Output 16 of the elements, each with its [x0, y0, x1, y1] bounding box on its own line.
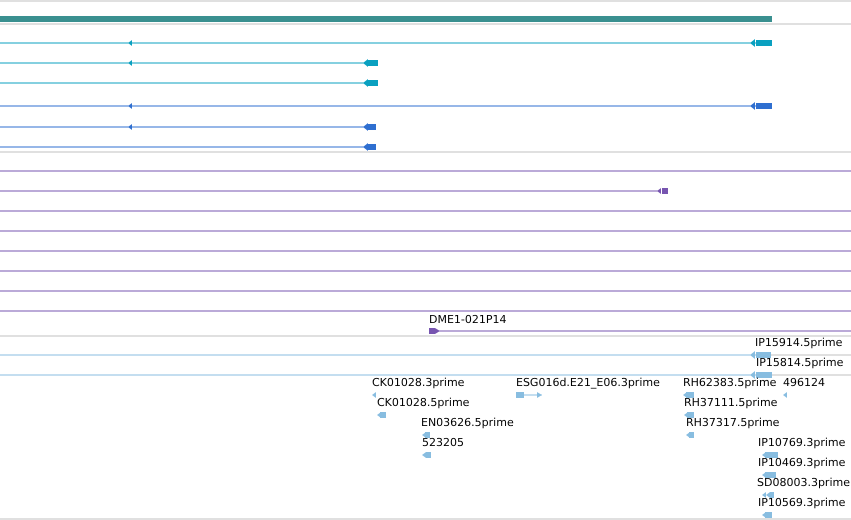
feature-label: CK01028.5prime: [377, 396, 470, 410]
feature-label: IP10469.3prime: [758, 456, 846, 470]
feature-label: IP10769.3prime: [758, 436, 846, 450]
feature-label: RH37317.5prime: [686, 416, 780, 430]
feature-label: IP15914.5prime: [755, 336, 842, 350]
feature-label: 496124: [783, 376, 825, 390]
feature-label: IP15814.5prime: [756, 356, 844, 370]
feature-label: DME1-021P14: [429, 313, 507, 327]
feature-label: 523205: [422, 436, 464, 450]
feature-label: RH62383.5prime: [683, 376, 776, 390]
feature-label: IP10569.3prime: [758, 496, 846, 510]
feature-label: ESG016d.E21_E06.3prime: [516, 376, 660, 390]
feature-label: RH37111.5prime: [684, 396, 778, 410]
feature-label: CK01028.3prime: [372, 376, 464, 390]
feature-label: SD08003.3prime: [757, 476, 850, 490]
feature-label: EN03626.5prime: [421, 416, 514, 430]
